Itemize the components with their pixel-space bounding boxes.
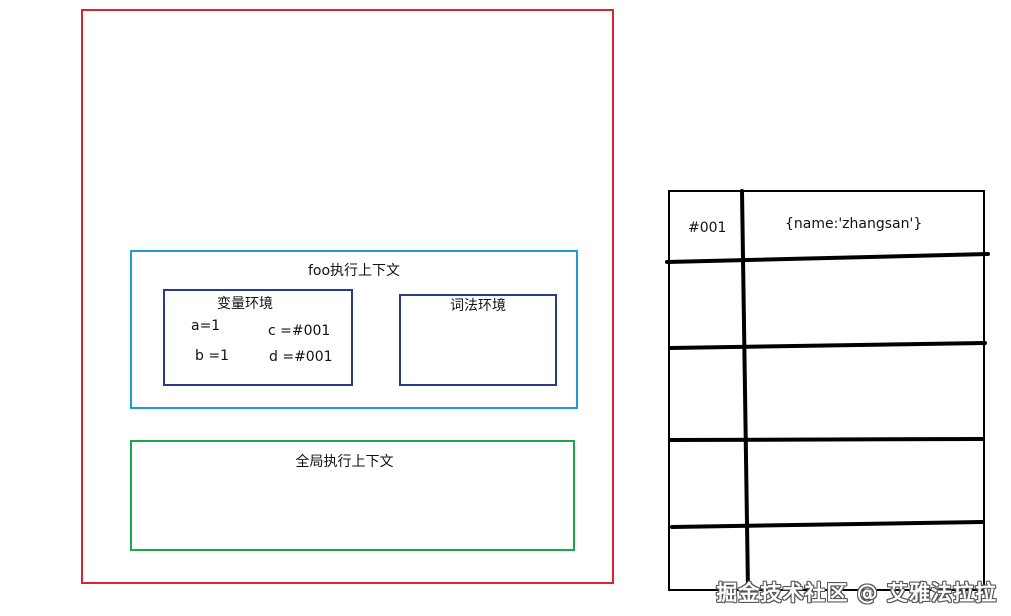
heap-column-divider (740, 189, 750, 592)
variable-entry-a: a=1 (191, 318, 221, 334)
global-execution-context: 全局执行上下文 (130, 440, 575, 551)
variable-entry-d: d =#001 (269, 349, 333, 365)
foo-execution-context: foo执行上下文 (130, 250, 578, 409)
heap-outer-border (668, 190, 985, 591)
heap-row-divider (670, 520, 984, 529)
variable-entry-c: c =#001 (268, 323, 331, 339)
global-execution-context-title: 全局执行上下文 (295, 454, 394, 470)
call-stack-frame (81, 9, 614, 584)
heap-row-divider (668, 437, 985, 442)
watermark-text: 掘金技术社区 @ 艾雅法拉拉 (716, 581, 997, 605)
heap-row-address: #001 (688, 220, 727, 236)
variable-entry-b: b =1 (195, 348, 229, 364)
lexical-environment: 词法环境 (399, 294, 557, 386)
lexical-environment-title: 词法环境 (450, 298, 506, 314)
heap-row-value: {name:'zhangsan'} (785, 216, 923, 232)
variable-environment: 变量环境 a=1 c =#001 b =1 d =#001 (163, 289, 353, 386)
heap-row-divider (665, 252, 990, 264)
variable-environment-title: 变量环境 (217, 296, 273, 312)
foo-execution-context-title: foo执行上下文 (307, 263, 401, 279)
heap-row-divider (668, 341, 987, 350)
